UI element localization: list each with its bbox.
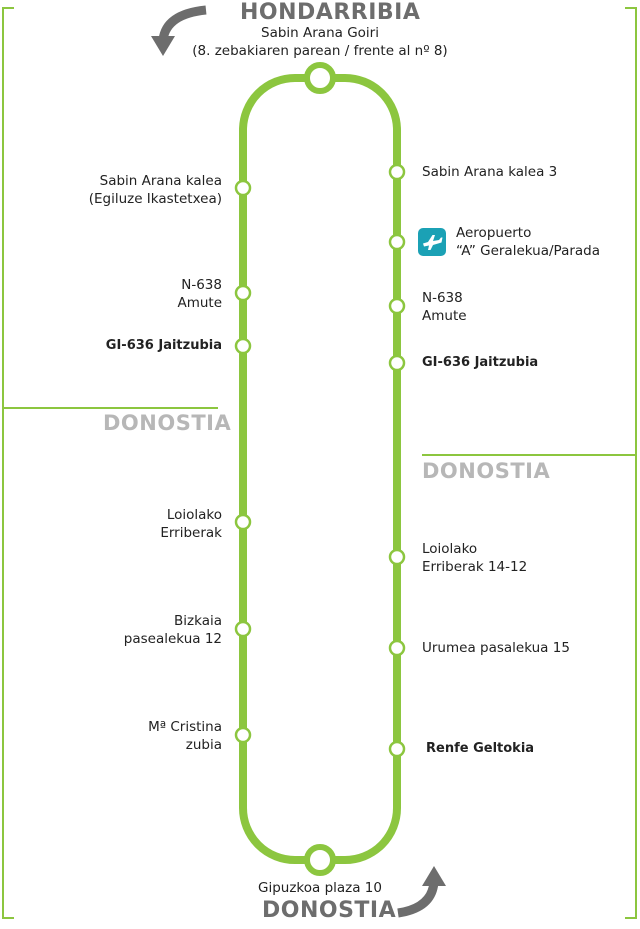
zone-label-right: DONOSTIA (422, 459, 551, 483)
right-stop-4: GI-636 Jaitzubia (422, 354, 538, 372)
left-stop-6: Mª Cristina zubia (148, 718, 222, 754)
stop-marker (388, 639, 406, 657)
right-stop-6: Urumea pasalekua 15 (422, 639, 570, 657)
curved-arrow-bottom-icon (397, 866, 446, 918)
top-city-title: HONDARRIBIA (240, 0, 421, 25)
stop-detail: (Egiluze Ikastetxea) (88, 191, 222, 207)
stop-name: Bizkaia (174, 613, 222, 629)
right-stop-markers (388, 163, 406, 758)
right-stop-3: N-638 Amute (422, 289, 467, 325)
stop-marker (234, 726, 252, 744)
stop-name: GI-636 Jaitzubia (422, 355, 539, 370)
stop-name: Urumea pasalekua 15 (422, 640, 570, 656)
stop-name: GI-636 Jaitzubia (105, 338, 222, 353)
curved-arrow-top-icon (151, 5, 207, 56)
stop-detail: pasealekua 12 (123, 631, 222, 647)
right-stop-7: Renfe Geltokia (426, 740, 534, 758)
right-stop-1: Sabin Arana kalea 3 (422, 163, 557, 181)
stop-marker (388, 740, 406, 758)
terminus-bottom (304, 844, 336, 876)
stop-name: N-638 (181, 277, 222, 293)
right-stop-5: Loiolako Erriberak 14-12 (422, 540, 527, 576)
stop-name: Sabin Arana kalea 3 (422, 164, 558, 180)
route-loop (239, 74, 401, 864)
stop-marker (234, 179, 252, 197)
stop-marker (388, 233, 406, 251)
left-stop-5: Bizkaia pasealekua 12 (124, 612, 222, 648)
stop-name: Renfe Geltokia (426, 741, 535, 756)
zone-label-left: DONOSTIA (103, 411, 232, 435)
left-stop-2: N-638 Amute (177, 276, 222, 312)
stop-detail: Amute (422, 308, 467, 324)
stop-marker (234, 620, 252, 638)
stop-marker (234, 337, 252, 355)
stop-detail: Erriberak 14-12 (422, 559, 528, 575)
stop-name: Mª Cristina (148, 719, 222, 735)
bottom-city-title: DONOSTIA (262, 898, 397, 923)
stop-name: Loiolako (422, 541, 478, 557)
stop-name: Aeropuerto (456, 225, 532, 241)
stop-marker (388, 297, 406, 315)
stop-detail: Amute (177, 295, 222, 311)
top-stop-note: (8. zebakiaren parean / frente al nº 8) (192, 43, 448, 59)
stop-marker (234, 513, 252, 531)
left-stop-4: Loiolako Erriberak (160, 506, 222, 542)
stop-detail: zubia (185, 737, 222, 753)
stop-detail: “A” Geralekua/Parada (456, 243, 601, 259)
stop-marker (388, 354, 406, 372)
terminus-top (304, 62, 336, 94)
stop-marker (234, 284, 252, 302)
airplane-icon (418, 228, 446, 256)
bottom-stop-label: Gipuzkoa plaza 10 (257, 880, 382, 896)
stop-name: Loiolako (166, 507, 222, 523)
stop-name: N-638 (422, 290, 463, 306)
right-bracket (625, 7, 637, 919)
top-stop-label: Sabin Arana Goiri (261, 25, 379, 41)
stop-marker (388, 163, 406, 181)
left-stop-markers (234, 179, 252, 744)
left-stop-3: GI-636 Jaitzubia (106, 337, 222, 355)
stop-marker (388, 548, 406, 566)
stop-name: Sabin Arana kalea (99, 173, 222, 189)
left-stop-1: Sabin Arana kalea (Egiluze Ikastetxea) (89, 172, 222, 208)
stop-detail: Erriberak (160, 525, 222, 541)
left-bracket (2, 7, 14, 919)
right-stop-2: Aeropuerto “A” Geralekua/Parada (456, 224, 600, 260)
